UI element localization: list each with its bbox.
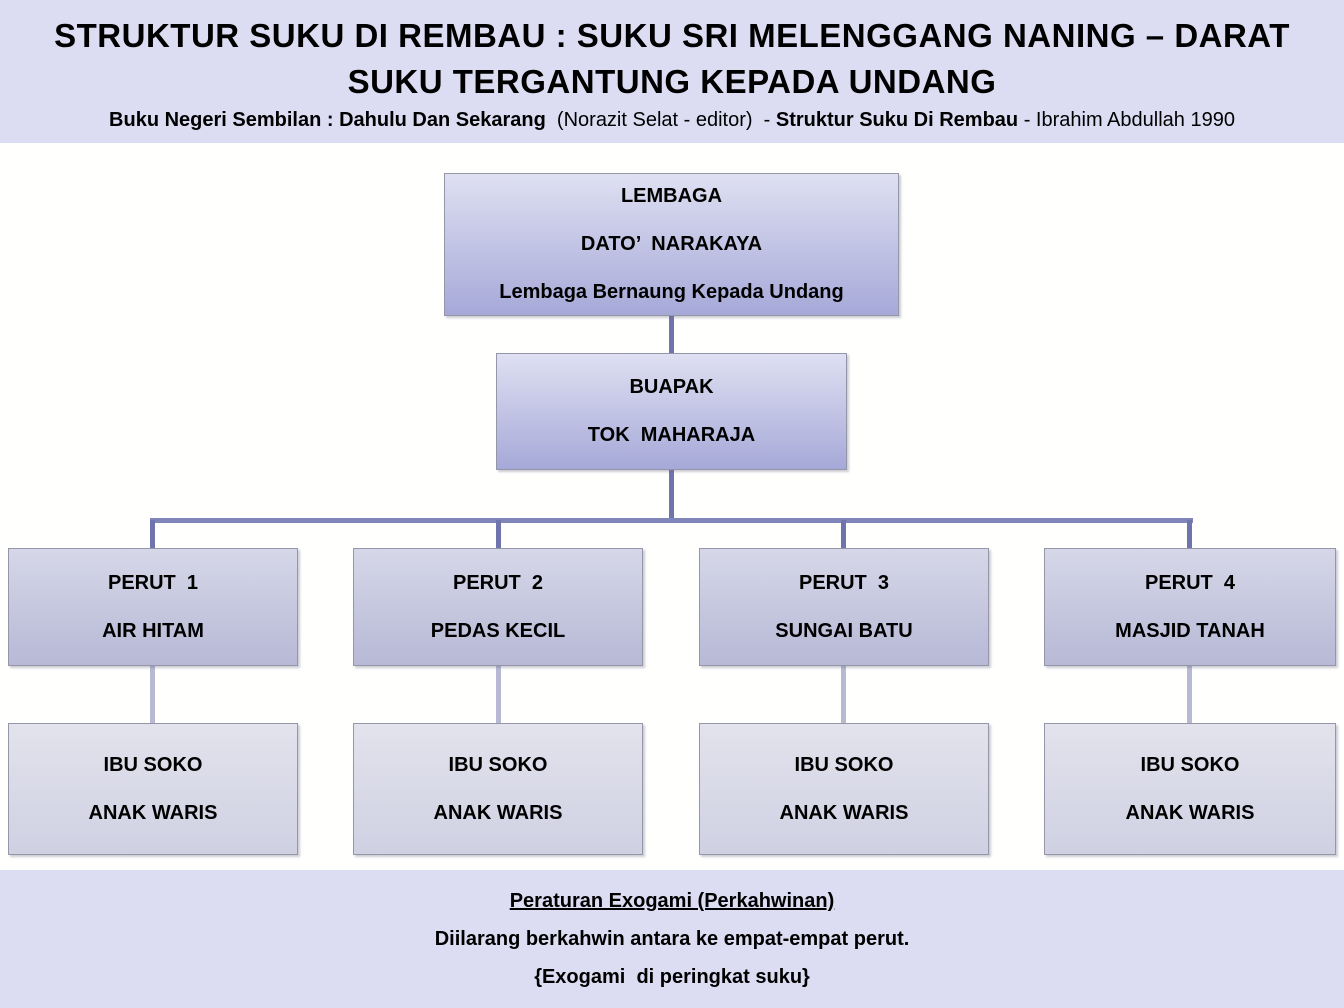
node-perut-3-title: PERUT 3 [798, 571, 890, 594]
footer-rule-heading: Peraturan Exogami (Perkahwinan) [509, 890, 835, 912]
node-ibu-soko-3-title: IBU SOKO [794, 753, 894, 776]
node-ibu-soko-4: IBU SOKO ANAK WARIS [1044, 723, 1336, 855]
node-lembaga-note: Lembaga Bernaung Kepada Undang [499, 281, 844, 303]
citation-editor: (Norazit Selat - editor) [545, 109, 764, 131]
connector-lembaga-buapak [669, 316, 674, 354]
node-ibu-soko-3-sub: ANAK WARIS [779, 801, 909, 824]
citation-author-year: - Ibrahim Abdullah 1990 [1018, 109, 1235, 131]
node-lembaga-holder: DATO’ NARAKAYA [580, 233, 763, 255]
node-perut-2-title: PERUT 2 [452, 571, 544, 594]
connector-drop-perut-3 [841, 520, 846, 548]
citation-book-title: Buku Negeri Sembilan : Dahulu Dan Sekara… [109, 109, 546, 131]
node-ibu-soko-2-title: IBU SOKO [448, 753, 548, 776]
node-ibu-soko-2-sub: ANAK WARIS [433, 801, 563, 824]
node-lembaga-title: LEMBAGA [620, 185, 723, 207]
node-buapak-holder: TOK MAHARAJA [587, 424, 756, 446]
node-buapak-title: BUAPAK [629, 376, 714, 398]
connector-drop-perut-1 [150, 520, 155, 548]
node-ibu-soko-4-title: IBU SOKO [1140, 753, 1240, 776]
node-perut-4-place: MASJID TANAH [1115, 619, 1265, 642]
citation-dash: - [763, 109, 776, 131]
connector-drop-perut-4 [1187, 520, 1192, 548]
connector-drop-perut-2 [496, 520, 501, 548]
source-citation: Buku Negeri Sembilan : Dahulu Dan Sekara… [109, 109, 1235, 132]
page-title-line-1: STRUKTUR SUKU DI REMBAU : SUKU SRI MELEN… [54, 17, 1290, 54]
connector-perut3-ibu3 [841, 666, 846, 723]
node-ibu-soko-1: IBU SOKO ANAK WARIS [8, 723, 298, 855]
footer-rule-text: Diilarang berkahwin antara ke empat-empa… [434, 928, 910, 950]
node-perut-2-place: PEDAS KECIL [430, 619, 566, 642]
page-title-line-2: SUKU TERGANTUNG KEPADA UNDANG [347, 63, 997, 100]
node-perut-2: PERUT 2 PEDAS KECIL [353, 548, 643, 666]
node-lembaga: LEMBAGA DATO’ NARAKAYA Lembaga Bernaung … [444, 173, 899, 316]
node-buapak: BUAPAK TOK MAHARAJA [496, 353, 847, 470]
node-perut-1-place: AIR HITAM [102, 619, 204, 642]
connector-perut2-ibu2 [496, 666, 501, 723]
footer: Peraturan Exogami (Perkahwinan) Diilaran… [0, 870, 1344, 1008]
connector-perut1-ibu1 [150, 666, 155, 723]
node-ibu-soko-3: IBU SOKO ANAK WARIS [699, 723, 989, 855]
connector-perut4-ibu4 [1187, 666, 1192, 723]
header: STRUKTUR SUKU DI REMBAU : SUKU SRI MELEN… [0, 0, 1344, 143]
node-perut-3: PERUT 3 SUNGAI BATU [699, 548, 989, 666]
node-perut-1-title: PERUT 1 [107, 571, 199, 594]
footer-rule-note: {Exogami di peringkat suku} [534, 966, 810, 988]
citation-chapter-title: Struktur Suku Di Rembau [775, 109, 1019, 131]
connector-horizontal-bar [150, 518, 1193, 523]
node-perut-4: PERUT 4 MASJID TANAH [1044, 548, 1336, 666]
node-perut-1: PERUT 1 AIR HITAM [8, 548, 298, 666]
node-ibu-soko-4-sub: ANAK WARIS [1125, 801, 1255, 824]
node-perut-3-place: SUNGAI BATU [775, 619, 913, 642]
node-ibu-soko-2: IBU SOKO ANAK WARIS [353, 723, 643, 855]
node-ibu-soko-1-title: IBU SOKO [103, 753, 203, 776]
node-ibu-soko-1-sub: ANAK WARIS [88, 801, 218, 824]
connector-buapak-bar [669, 470, 674, 520]
node-perut-4-title: PERUT 4 [1144, 571, 1236, 594]
